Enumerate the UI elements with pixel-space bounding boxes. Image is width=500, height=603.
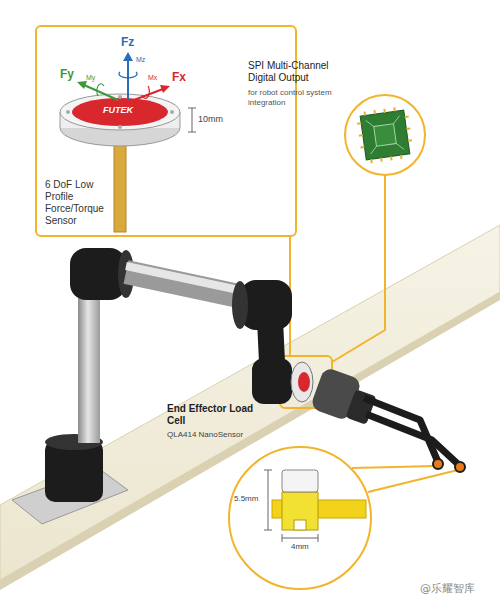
load-cell-model: QLA414 NanoSensor	[167, 430, 277, 440]
watermark: @乐耀智库	[420, 582, 475, 595]
shoulder-joint	[70, 248, 126, 300]
load-cell-top	[282, 470, 318, 492]
axis-label: Fx	[172, 70, 186, 84]
dimension-line	[268, 470, 269, 530]
dimension-label: 10mm	[198, 114, 223, 125]
flex-cable	[114, 135, 126, 232]
sensor-face	[72, 98, 168, 126]
callout-box: 6 DoF Low Profile Force/Torque Sensor	[35, 25, 297, 237]
load-cell-body	[282, 492, 318, 530]
callout-circle: End Effector Load CellQLA414 NanoSensor	[228, 446, 372, 590]
dimension-label: 4mm	[291, 542, 309, 552]
gripper-finger	[366, 414, 460, 466]
chip-callout	[345, 95, 425, 175]
wrist-sensor	[291, 362, 313, 402]
load-cell-tip	[433, 459, 443, 469]
fy-axis	[84, 85, 118, 100]
output-title: SPI Multi-Channel Digital Output	[248, 60, 340, 84]
dimension-line	[192, 108, 193, 132]
sensor-title: 6 DoF Low Profile Force/Torque Sensor	[45, 179, 113, 227]
axis-label: Fy	[60, 67, 74, 81]
load-cell-tip	[455, 462, 465, 472]
load-cell-title: End Effector Load Cell	[167, 403, 257, 427]
wrist-joint	[252, 358, 292, 404]
mx-arc	[142, 86, 149, 98]
my-arc	[97, 84, 104, 96]
mz-arc	[119, 72, 137, 78]
fz-axis	[127, 60, 129, 100]
axis-label: Mx	[148, 74, 157, 82]
output-note: for robot control system integration	[248, 88, 340, 107]
callout-fill	[35, 25, 297, 237]
axis-label: Mz	[136, 56, 145, 64]
dimension-label: 5.5mm	[234, 494, 258, 504]
callout-circle-fill	[229, 446, 371, 588]
axis-label: Fz	[121, 35, 134, 49]
dimension-line	[282, 538, 318, 539]
axis-label: My	[86, 74, 95, 82]
sensor-ring	[60, 94, 180, 130]
table-edge	[0, 292, 500, 590]
forearm	[270, 320, 272, 362]
leader-lines	[280, 175, 458, 492]
lower-link	[78, 295, 100, 443]
brand-logo: FUTEK	[103, 105, 133, 116]
chip-icon	[356, 106, 415, 165]
